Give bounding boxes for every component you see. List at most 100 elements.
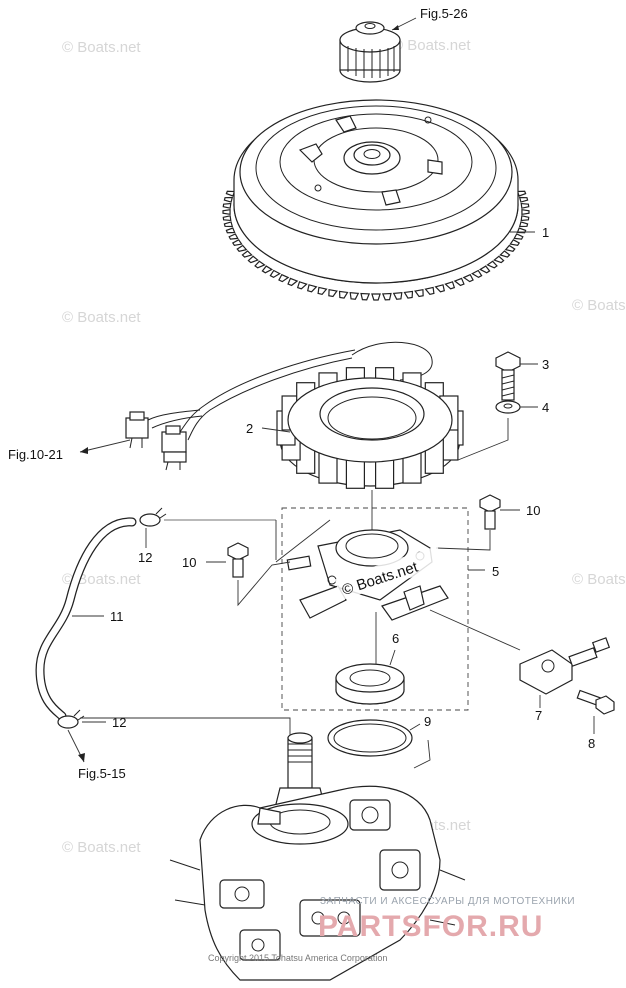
watermark: © Boats.net [572, 297, 626, 314]
gear-tooth [509, 239, 521, 246]
leader-line [413, 739, 431, 769]
gear-tooth [278, 273, 290, 283]
gear-tooth [317, 286, 328, 296]
leader-line [80, 717, 291, 740]
oil-seal-6 [335, 663, 405, 705]
gear-tooth [231, 239, 243, 246]
gear-tooth [520, 202, 530, 209]
watermark: © Boats.net [62, 309, 141, 326]
leader-line [275, 519, 331, 563]
gear-tooth [403, 290, 414, 299]
watermark: © Boats.net [572, 571, 626, 588]
callout-10-left[interactable]: 10 [182, 555, 196, 570]
callout-10-right[interactable]: 10 [526, 503, 540, 518]
gear-tooth [453, 277, 465, 287]
stator-wire-harness [125, 341, 433, 471]
leader-line [435, 530, 491, 551]
gear-tooth [499, 250, 511, 258]
gear-tooth [513, 233, 524, 240]
callout-5[interactable]: 5 [492, 564, 499, 579]
bolt-3 [495, 351, 521, 401]
o-ring-9 [327, 719, 413, 757]
callout-1[interactable]: 1 [542, 225, 549, 240]
gear-tooth [516, 190, 527, 197]
bolt-8 [576, 689, 615, 715]
gear-tooth [269, 269, 281, 279]
flywheel-nut [339, 21, 401, 83]
callout-12-bottom[interactable]: 12 [112, 715, 126, 730]
leader-line [457, 418, 509, 461]
sensor-7 [519, 637, 611, 695]
gear-tooth [241, 250, 253, 258]
gear-tooth [371, 293, 381, 301]
engine-block [169, 785, 466, 981]
gear-tooth [518, 196, 529, 203]
callout-4[interactable]: 4 [542, 400, 549, 415]
washer-4 [495, 400, 521, 414]
leader-line [261, 427, 291, 433]
gear-tooth [392, 292, 403, 300]
gear-tooth [518, 221, 529, 228]
leader-line [79, 439, 131, 453]
watermark: © Boats.net [62, 39, 141, 56]
callout-7[interactable]: 7 [535, 708, 542, 723]
brand-site[interactable]: PARTSFOR.RU [318, 910, 543, 943]
leader-line [389, 649, 396, 666]
gear-tooth [504, 244, 516, 252]
gear-tooth [478, 265, 491, 274]
gear-tooth [328, 288, 338, 298]
figure-ref-left-wire[interactable]: Fig.10-21 [8, 447, 63, 462]
copyright-notice: Copyright 2015 Tohatsu America Corporati… [208, 953, 387, 963]
gear-tooth [261, 265, 274, 274]
gear-tooth [424, 286, 435, 296]
gear-tooth [247, 255, 259, 264]
gear-tooth [228, 233, 239, 240]
gear-tooth [222, 215, 232, 222]
figure-ref-top[interactable]: Fig.5-26 [420, 6, 468, 21]
gear-tooth [338, 290, 349, 299]
callout-9[interactable]: 9 [424, 714, 431, 729]
gear-tooth [222, 202, 232, 209]
gear-tooth [349, 292, 360, 300]
assembly-box-5 [281, 507, 469, 711]
gear-tooth [414, 288, 424, 298]
callout-12-top[interactable]: 12 [138, 550, 152, 565]
callout-11[interactable]: 11 [110, 609, 124, 624]
leader-line [429, 609, 521, 651]
callout-6[interactable]: 6 [392, 631, 399, 646]
gear-tooth [360, 292, 371, 301]
callout-3[interactable]: 3 [542, 357, 549, 372]
gear-tooth [254, 260, 266, 269]
gear-tooth [222, 209, 231, 215]
brand-tagline: ЗАПЧАСТИ И АКСЕССУАРЫ ДЛЯ МОТОТЕХНИКИ [320, 896, 575, 907]
gear-tooth [223, 221, 234, 228]
bolt-10-left [227, 542, 249, 578]
ring-gear-teeth [222, 190, 530, 301]
stator [276, 367, 464, 489]
gear-tooth [520, 215, 530, 222]
gear-tooth [225, 190, 236, 197]
watermark: © Boats.net [62, 839, 141, 856]
gear-tooth [236, 244, 248, 252]
bolt-10-right [479, 494, 501, 530]
hose-clip-12-bottom [57, 709, 85, 729]
watermark: © Boats.net [392, 37, 471, 54]
gear-tooth [306, 284, 318, 293]
gear-tooth [287, 277, 299, 287]
hose-clip-12-top [139, 507, 167, 527]
gear-tooth [493, 255, 505, 264]
callout-2[interactable]: 2 [246, 421, 253, 436]
gear-tooth [381, 292, 392, 301]
gear-tooth [444, 281, 456, 290]
figure-ref-bottom-hose[interactable]: Fig.5-15 [78, 766, 126, 781]
gear-tooth [471, 269, 483, 279]
gear-tooth [225, 227, 236, 234]
gear-tooth [296, 281, 308, 290]
water-hose-11 [35, 517, 137, 721]
callout-8[interactable]: 8 [588, 736, 595, 751]
gear-tooth [462, 273, 474, 283]
leader-line [237, 561, 291, 607]
gear-tooth [434, 284, 446, 293]
